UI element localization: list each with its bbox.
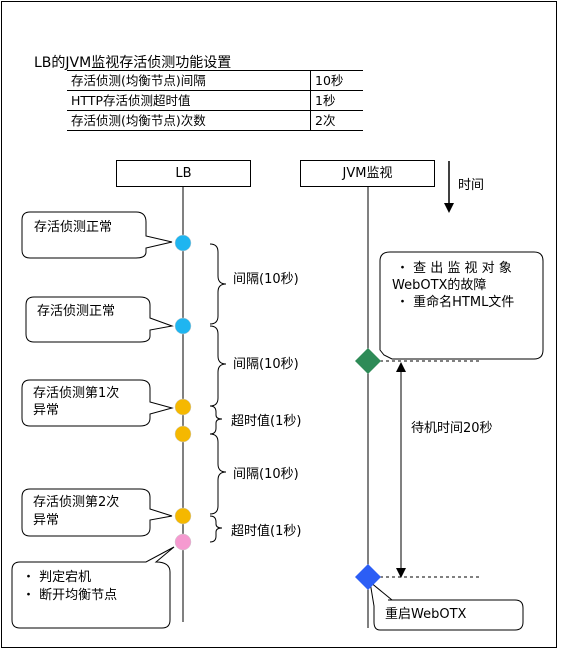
abnormal-check-dot (174, 507, 192, 525)
callout-text: 重启WebOTX (385, 607, 467, 622)
callout-text: 存活侦测正常 (37, 304, 116, 319)
setting-key: 存活侦测(均衡节点)间隔 (67, 70, 311, 91)
normal-check-dot (174, 317, 192, 335)
setting-value: 1秒 (310, 90, 363, 111)
table-row: HTTP存活侦测超时值 1秒 (67, 90, 363, 111)
callout-text: 存活侦测正常 (34, 220, 113, 235)
setting-value: 10秒 (310, 70, 363, 91)
callout-text: 异常 (33, 513, 60, 528)
table-row: 存活侦测(均衡节点)间隔 10秒 (67, 70, 363, 91)
jvm-detect-diamond (355, 348, 381, 374)
callout-text: ・ 查 出 监 视 对 象 (396, 261, 512, 276)
abnormal-check-dot (174, 398, 192, 416)
callout-bubble (21, 488, 173, 537)
callout-text: 存活侦测第2次 (33, 495, 120, 510)
interval-brace (209, 433, 227, 515)
callout-text: ・ 重命名HTML文件 (396, 295, 515, 310)
wait-time-label: 待机时间20秒 (411, 421, 493, 436)
callout-bubble (379, 251, 544, 360)
time-arrow-head (444, 203, 454, 213)
wait-arrow-head-up (396, 362, 406, 372)
interval-label: 间隔(10秒) (233, 357, 299, 372)
wait-arrow-head-down (396, 568, 406, 578)
normal-check-dot (174, 234, 192, 252)
diagram-title: LB的JVM监视存活侦测功能设置 (34, 55, 232, 71)
interval-label: 间隔(10秒) (233, 272, 299, 287)
timeout-brace (209, 405, 223, 435)
interval-brace (209, 243, 227, 325)
callout-text: ・ 判定宕机 (22, 570, 92, 585)
setting-key: 存活侦测(均衡节点)次数 (67, 110, 311, 131)
down-judgement-dot (174, 533, 192, 551)
settings-table: 存活侦测(均衡节点)间隔 10秒 HTTP存活侦测超时值 1秒 存活侦测(均衡节… (67, 70, 363, 131)
abnormal-check-dot (174, 425, 192, 443)
timeout-label: 超时值(1秒) (231, 524, 302, 539)
callout-bubble (369, 580, 524, 631)
lb-header: LB (116, 160, 251, 187)
setting-key: HTTP存活侦测超时值 (67, 90, 311, 111)
timeout-label: 超时值(1秒) (231, 414, 302, 429)
callout-text: 异常 (33, 403, 60, 418)
table-row: 存活侦测(均衡节点)次数 2次 (67, 110, 363, 131)
timeout-brace (209, 515, 223, 543)
time-label: 时间 (458, 178, 485, 193)
callout-text: WebOTX的故障 (392, 278, 487, 293)
jvm-header: JVM监视 (300, 160, 435, 187)
callout-bubble (21, 211, 173, 259)
callout-bubble (11, 546, 175, 629)
setting-value: 2次 (310, 110, 363, 131)
interval-label: 间隔(10秒) (233, 467, 299, 482)
interval-brace (209, 325, 227, 407)
callout-bubble (21, 379, 174, 427)
callout-text: 存活侦测第1次 (33, 386, 120, 401)
jvm-restart-diamond (355, 564, 381, 590)
callout-text: ・ 断开均衡节点 (22, 588, 118, 603)
callout-bubble (25, 296, 174, 343)
